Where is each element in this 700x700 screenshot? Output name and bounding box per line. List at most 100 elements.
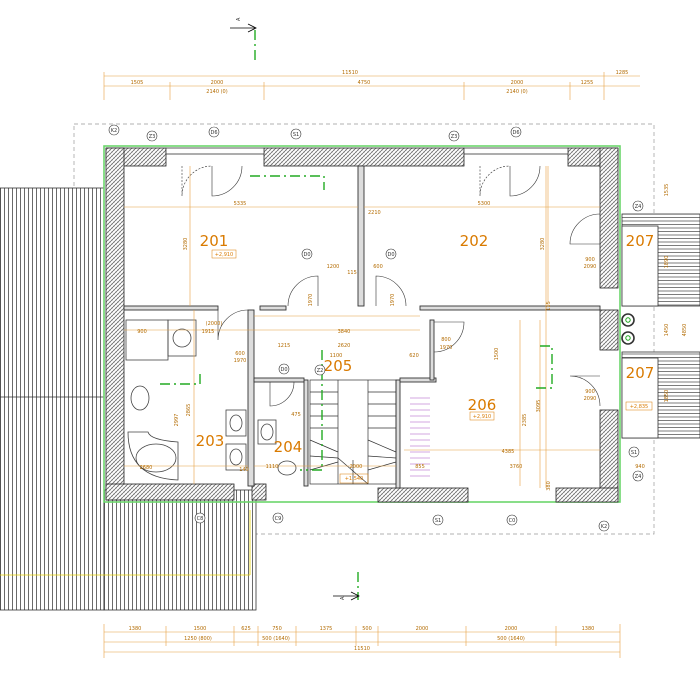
dim-1850: 1850 [664, 390, 670, 403]
room-206-level: +2,910 [473, 414, 492, 420]
dim-3760: 3760 [510, 464, 523, 470]
room-202-number: 202 [460, 232, 489, 250]
dim-1110: 1110 [266, 464, 279, 470]
tag-z2: Z2 [317, 368, 324, 374]
section-label-top: A [236, 17, 242, 21]
dim-top-chain-4: 1255 [581, 80, 594, 86]
tag-d0-b: D0 [387, 252, 394, 258]
balcony-room-207-top [621, 225, 659, 307]
dim-940: 940 [635, 464, 645, 470]
tag-s1-right: S1 [631, 450, 637, 456]
room-207-top-number: 207 [626, 232, 655, 250]
dim-bottom-chain-3: 750 [272, 626, 282, 632]
dim-bottom-sub-2: 500 (1640) [497, 636, 525, 642]
dim-bottom-chain-4: 1375 [320, 626, 333, 632]
tag-d6-right: D6 [512, 130, 519, 136]
interior-dimension-lines [124, 166, 600, 488]
dim-bottom-sub-1: 500 (1640) [262, 636, 290, 642]
vent-shafts [621, 313, 635, 345]
dim-top-window-0: 2140 (0) [206, 89, 227, 95]
stair-level: +1,540 [345, 476, 364, 482]
dim-top-total: 11510 [342, 70, 358, 76]
dim-5335: 5335 [234, 201, 247, 207]
dim-2680: 2680 [140, 465, 153, 471]
dim-600-b: 600 [235, 351, 245, 357]
dim-1970-b: 1970 [390, 294, 396, 307]
dim-620: 620 [409, 353, 419, 359]
dim-top-chain-2: 4750 [358, 80, 371, 86]
tag-d0-c: D0 [280, 367, 287, 373]
tag-z3-left: Z3 [149, 134, 156, 140]
room-labels: 201 +2,910 202 203 204 205 206 +2,910 20… [196, 232, 655, 484]
dim-900-b: 900 [585, 257, 595, 263]
dim-top-chain-3: 2000 [511, 80, 524, 86]
interior-walls [123, 165, 601, 489]
dim-475: 475 [291, 412, 301, 418]
tag-c0: C0 [509, 518, 516, 524]
dim-900-c: 900 [585, 389, 595, 395]
room-203-number: 203 [196, 432, 225, 450]
dim-bottom-chain-5: 500 [362, 626, 372, 632]
dim-1200: 1200 [327, 264, 340, 270]
bathroom-fixtures [125, 319, 297, 481]
dim-2385: 2385 [522, 414, 528, 427]
dim-4385: 4385 [502, 449, 515, 455]
tag-c9: C9 [275, 516, 282, 522]
dim-bottom-chain-1: 1500 [194, 626, 207, 632]
dim-3280: 3280 [540, 238, 546, 251]
element-tags [108, 124, 644, 532]
tag-s1-top: S1 [293, 132, 299, 138]
building-outline [103, 145, 621, 503]
dim-1450: 1450 [664, 324, 670, 337]
dim-top-chain-1: 2000 [211, 80, 224, 86]
interior-dimension-texts: 5335 5300 2210 3280 3280 1200 600 1970 1… [137, 184, 688, 491]
room-207-bottom-number: 207 [626, 364, 655, 382]
dim-3840: 3840 [338, 329, 351, 335]
dim-2997: 2997 [174, 414, 180, 427]
dim-2250-left: 3280 [183, 238, 189, 251]
dim-2865: 2865 [186, 404, 192, 417]
dim-bottom-sub-0: 1250 (800) [184, 636, 212, 642]
dim-4850: 4850 [682, 324, 688, 337]
dim-5300: 5300 [478, 201, 491, 207]
balcony-room-207-bottom [621, 357, 659, 439]
dim-2000-b: 2000 [350, 464, 363, 470]
dim-380: 380 [546, 481, 552, 491]
dim-bottom-chain-2: 625 [241, 626, 251, 632]
room-207-bottom-level: +2,835 [630, 404, 649, 410]
dim-1535: 1535 [664, 184, 670, 197]
dim-1970-c: 1970 [440, 345, 453, 351]
tag-d6-left: D6 [210, 130, 217, 136]
tag-c8: C8 [197, 516, 204, 522]
dim-1915: 1915 [202, 329, 215, 335]
bottom-dimension-chain: 1380 1500 625 750 1375 500 2000 2000 138… [103, 624, 621, 658]
dim-800: 800 [441, 337, 451, 343]
dim-1890: 1890 [664, 256, 670, 269]
dim-top-window-1: 2140 (0) [506, 89, 527, 95]
dim-2620: 2620 [338, 343, 351, 349]
dim-2090-a: 2090 [584, 264, 597, 270]
dim-1970-d: 1970 [234, 358, 247, 364]
tag-z4-bottom: Z4 [635, 474, 642, 480]
tag-z4-top: Z4 [635, 204, 642, 210]
dim-1500: 1500 [494, 348, 500, 361]
top-dimension-chain: 11510 1285 1505 2000 4750 2000 1255 2140… [103, 70, 640, 100]
dim-1215: 1215 [278, 343, 291, 349]
left-terrace-deck [0, 187, 105, 611]
section-marker-top: A [230, 17, 257, 33]
room-206-number: 206 [468, 396, 497, 414]
dim-140: 140 [239, 467, 249, 473]
dim-900: 900 [137, 329, 147, 335]
dim-bottom-chain-7: 2000 [505, 626, 518, 632]
dim-bottom-chain-0: 1380 [129, 626, 142, 632]
tag-z3-right: Z3 [451, 134, 458, 140]
dim-3095: 3095 [536, 400, 542, 413]
dim-top-chain-0: 1505 [131, 80, 144, 86]
exterior-walls [105, 147, 619, 503]
dim-115-b: 115 [546, 301, 552, 311]
bottom-terrace-deck [103, 489, 257, 611]
dim-bottom-chain-6: 2000 [416, 626, 429, 632]
section-marker-bottom: A [333, 591, 360, 601]
room-201-number: 201 [200, 232, 229, 250]
